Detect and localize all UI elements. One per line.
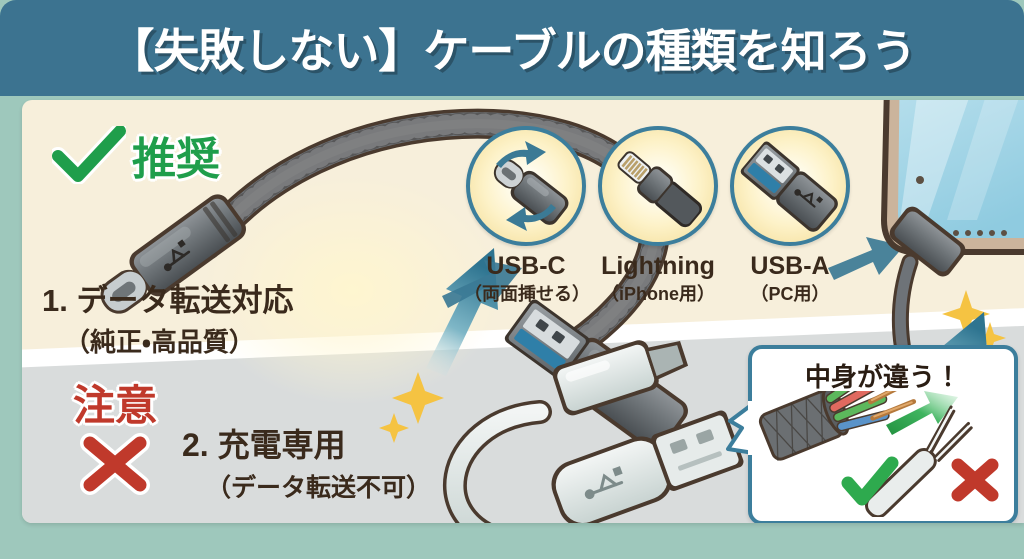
- wire-comparison-illustration: [758, 391, 999, 517]
- callout-box: 中身が違う！: [726, 345, 1018, 523]
- recommended-caption-main: 1. データ転送対応: [42, 283, 294, 318]
- connector-type-list: USB-C （両面挿せる）: [464, 126, 852, 306]
- recommended-label: 推奨: [132, 135, 220, 184]
- caution-caption: 2. 充電専用 （データ転送不可）: [182, 420, 431, 504]
- content-panel: 推奨 注意 1. データ転送対応 （純正・高品質） 2. 充電専用 （データ転送…: [22, 100, 1024, 523]
- recommended-caption-sub: （純正・高品質）: [64, 327, 255, 357]
- green-arrow-icon: [886, 391, 958, 435]
- page-title: 【失敗しない】ケーブルの種類を知ろう: [108, 25, 916, 77]
- check-mark-icon: [52, 126, 126, 184]
- connector-item-lightning[interactable]: Lightning （iPhone用）: [596, 126, 720, 306]
- callout-check-mark-icon: [841, 456, 899, 506]
- connector-sub: （PC用）: [750, 284, 830, 304]
- caution-caption-sub: （データ転送不可）: [206, 474, 432, 502]
- connector-name: Lightning: [601, 252, 715, 280]
- connector-sub: （両面挿せる）: [464, 284, 590, 304]
- connector-name: USB-C: [486, 252, 566, 280]
- title-bar: 【失敗しない】ケーブルの種類を知ろう: [0, 0, 1024, 96]
- usb-a-connector-icon: [730, 126, 850, 246]
- connector-name: USB-A: [750, 252, 830, 280]
- lightning-connector-icon: [598, 126, 718, 246]
- caution-label: 注意: [72, 382, 157, 429]
- cross-mark-icon: [80, 433, 150, 495]
- caution-caption-main: 2. 充電専用: [182, 427, 346, 463]
- recommended-caption: 1. データ転送対応 （純正・高品質）: [42, 275, 293, 359]
- recommended-badge: 推奨: [52, 123, 220, 187]
- usb-c-connector-icon: [466, 126, 586, 246]
- connector-sub: （iPhone用）: [600, 284, 715, 304]
- callout-tail: [726, 401, 754, 455]
- caution-badge: 注意: [50, 385, 180, 500]
- connector-item-usb-a[interactable]: USB-A （PC用）: [728, 126, 852, 306]
- connector-item-usb-c[interactable]: USB-C （両面挿せる）: [464, 126, 590, 306]
- callout-title: 中身が違う！: [804, 362, 961, 392]
- callout-cross-mark-icon: [951, 458, 999, 502]
- rotation-arrows: [496, 141, 556, 231]
